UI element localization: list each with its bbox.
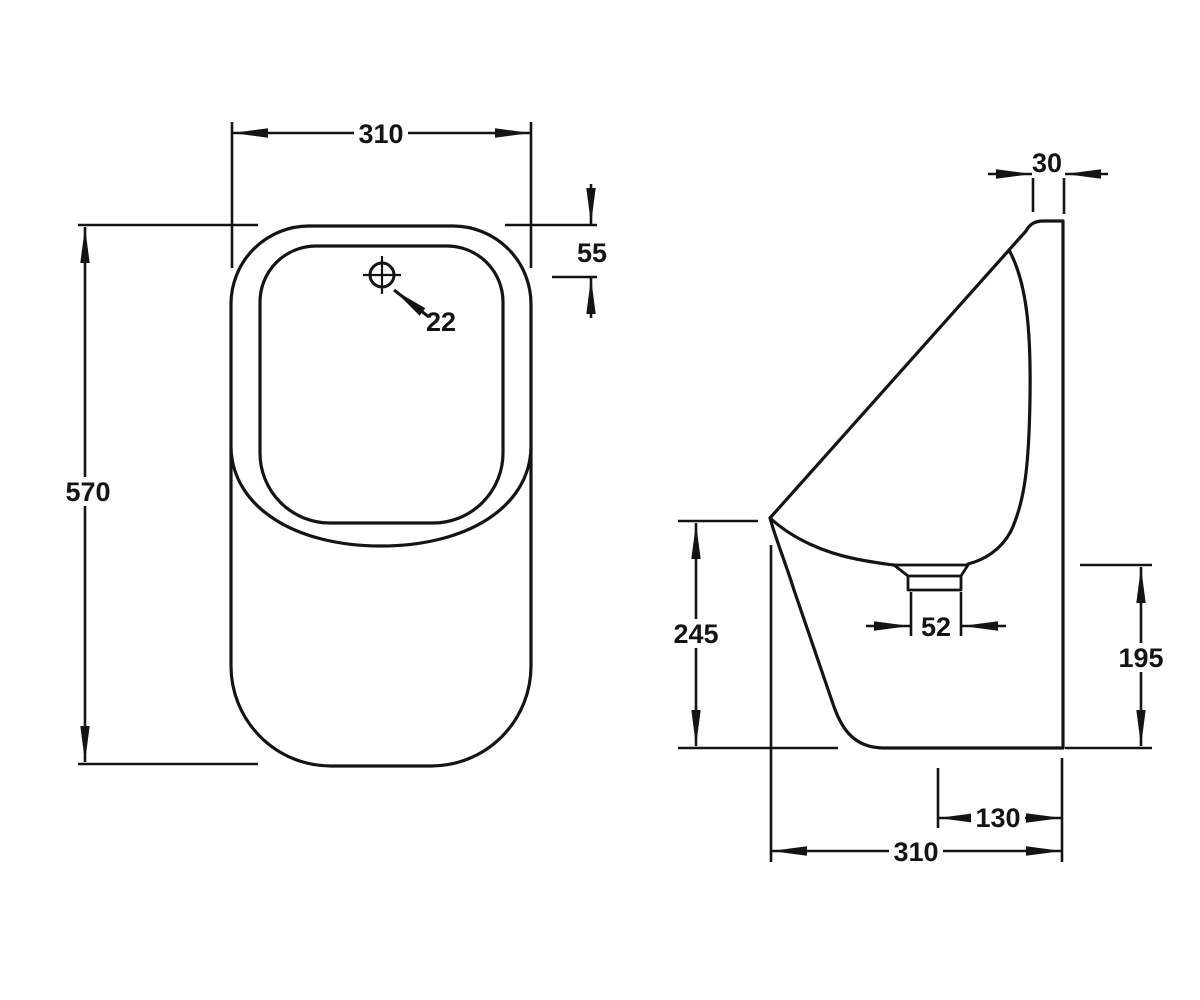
label-mask	[889, 837, 943, 865]
front-view	[229, 224, 533, 768]
dim-flange-depth	[988, 169, 1108, 214]
label-mask	[60, 477, 116, 506]
dim-outlet-from-wall-label: 130	[975, 803, 1020, 833]
dim-depth-label: 310	[893, 837, 938, 867]
label-mask	[354, 119, 408, 147]
dim-flange-depth-label: 30	[1032, 148, 1062, 178]
side-back-curve	[966, 248, 1032, 566]
dim-outlet-width-label: 52	[921, 612, 951, 642]
side-view	[768, 219, 1065, 750]
inlet-hole	[363, 256, 401, 294]
outlet-spigot	[892, 563, 970, 592]
label-mask	[1113, 643, 1170, 672]
dim-hole-offset-label: 55	[577, 238, 607, 268]
side-bowl-curve	[768, 516, 896, 567]
front-rim-bottom-curve	[229, 446, 533, 548]
dim-hole-diameter-label: 22	[426, 307, 456, 337]
label-mask	[668, 619, 725, 648]
dim-outlet-width	[866, 592, 1006, 636]
dim-lip-height-label: 245	[673, 619, 718, 649]
side-body-outline	[768, 219, 1065, 750]
dim-hole-offset	[505, 184, 597, 318]
dim-front-height-label: 570	[65, 477, 110, 507]
label-mask	[971, 804, 1025, 831]
leader-line	[393, 288, 430, 319]
front-bowl-opening	[258, 244, 505, 525]
dim-outlet-height-label: 195	[1118, 643, 1163, 673]
leader-hole-diameter	[393, 288, 430, 319]
front-body-outline	[229, 224, 533, 768]
dim-front-width-label: 310	[358, 119, 403, 149]
